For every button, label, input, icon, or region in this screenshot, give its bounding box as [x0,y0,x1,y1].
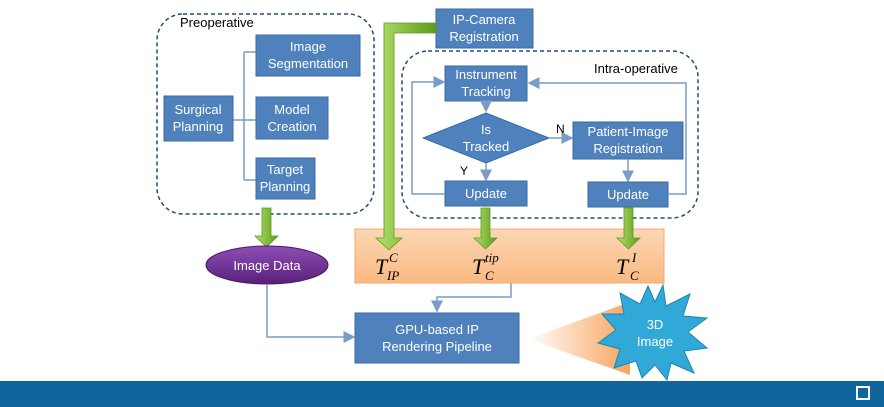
transform-i: T I C [616,250,639,283]
update-left-box [444,180,528,207]
image-segmentation-line1: Image [290,39,326,54]
instrument-tracking-box [444,65,528,102]
patient-image-line2: Registration [593,141,662,156]
intraoperative-group [401,50,699,219]
transform-band [354,228,665,284]
line-transforms-to-gpu [431,283,512,313]
loop-left [411,76,446,195]
transform-ip: T C IP [375,250,399,283]
3d-image-line2: Image [637,334,673,349]
model-creation-line1: Model [274,102,310,117]
patient-image-line1: Patient-Image [588,124,669,139]
is-tracked-line2: Tracked [463,139,509,154]
loop-right [527,77,687,195]
no-label: N [556,122,565,136]
is-tracked-line1: Is [481,122,492,137]
surgical-planning-line2: Planning [173,119,224,134]
is-tracked-decision [421,112,551,164]
model-creation-line2: Creation [267,119,316,134]
line-imagedata-to-gpu [266,284,356,343]
intraoperative-label: Intra-operative [594,61,678,76]
yes-label: Y [460,164,468,178]
expand-icon-corners [856,386,870,400]
transform-i-base: T [616,254,630,279]
gpu-pipeline-line1: GPU-based IP [395,322,479,337]
expand-icon[interactable] [856,386,870,400]
gpu-pipeline-box [354,312,520,364]
preoperative-label: Preoperative [180,15,254,30]
green-arrow-i [616,207,641,250]
target-planning-line2: Planning [260,179,311,194]
transform-ip-sup: C [389,250,398,265]
green-bent-arrow [374,22,437,251]
transform-tip: T tip C [472,250,499,283]
gpu-pipeline-line2: Rendering Pipeline [382,339,492,354]
target-planning-line1: Target [267,162,304,177]
surgical-planning-box [163,95,234,142]
caption-bar [0,381,884,407]
transform-tip-sub: C [485,268,494,283]
model-creation-box [255,96,329,140]
update-left-label: Update [465,186,507,201]
ip-camera-line1: IP-Camera [453,12,517,27]
transform-i-sub: C [630,268,639,283]
transform-tip-sup: tip [485,250,499,265]
target-planning-box [255,157,316,200]
green-arrow-preop [254,207,279,248]
transform-ip-sub: IP [386,268,399,283]
surgical-planning-line1: Surgical [175,102,222,117]
update-right-label: Update [607,187,649,202]
bracket-connector [233,51,256,181]
flowchart-diagram: Preoperative Intra-operative Surgical Pl… [156,8,709,381]
output-cone [528,302,630,375]
instrument-tracking-line2: Tracking [461,84,510,99]
image-segmentation-line2: Segmentation [268,56,348,71]
transform-ip-base: T [375,254,389,279]
3d-image-line1: 3D [647,317,664,332]
green-arrow-tip [473,207,498,250]
transform-i-sup: I [631,250,637,265]
3d-image-starburst [596,283,709,381]
image-data-label: Image Data [233,258,301,273]
instrument-tracking-line1: Instrument [455,67,517,82]
image-segmentation-box [255,34,361,77]
ip-camera-line2: Registration [449,29,518,44]
transform-tip-base: T [472,254,486,279]
